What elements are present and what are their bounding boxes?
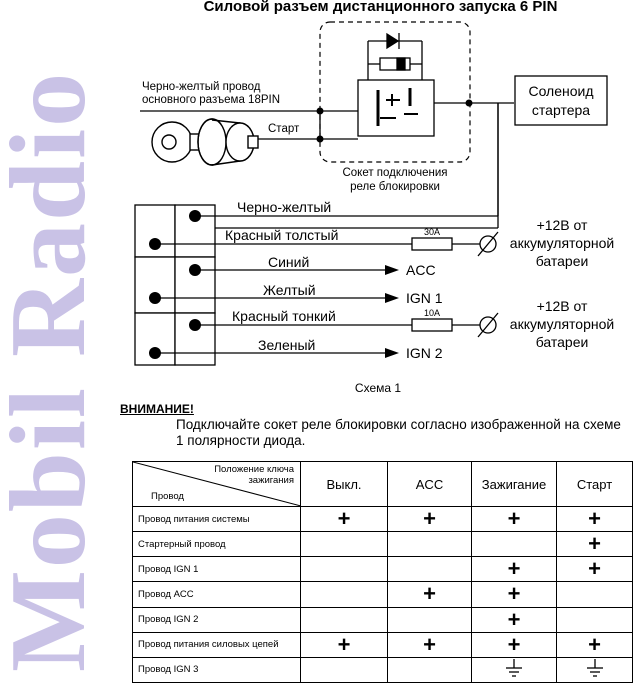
junction-dot <box>465 99 473 107</box>
row-label: Провод IGN 2 <box>132 606 301 633</box>
watermark-text: Mobil Radio <box>0 71 102 672</box>
fuse-30a <box>411 237 453 251</box>
diagram-caption: Схема 1 <box>355 381 401 395</box>
pin-wires <box>155 215 498 354</box>
plus-mark: + <box>556 505 633 533</box>
wiring-diagram: Черно-желтый провод основного разъема 18… <box>134 21 614 395</box>
plus-mark: + <box>300 631 388 658</box>
plus-mark: + <box>471 631 557 658</box>
table-row: Провод IGN 1 ++ <box>132 556 633 583</box>
row-label: Провод питания силовых цепей <box>132 631 301 658</box>
solenoid-label: Соленоид <box>528 83 593 99</box>
corner-bottom-label: Провод <box>151 491 184 502</box>
diode-symbol <box>367 32 423 64</box>
relay-socket-label: Сокет подключения <box>342 167 447 179</box>
table-row: Провод питания системы++++ <box>132 505 633 533</box>
diagonal-divider <box>133 462 301 506</box>
table-row: Провод IGN 2 + <box>132 606 633 633</box>
column-header: Зажигание <box>471 461 557 507</box>
wire-label: Красный толстый <box>225 227 338 243</box>
table-row: Провод ACC ++ <box>132 581 633 608</box>
empty-cell <box>556 606 633 633</box>
table-row: Провод питания силовых цепей++++ <box>132 631 633 658</box>
watermark: Mobil Radio <box>0 71 102 672</box>
warning-title: ВНИМАНИЕ! <box>120 402 194 416</box>
arrow-icons <box>385 265 399 358</box>
plus-mark: + <box>471 556 557 583</box>
plus-mark: + <box>387 631 472 658</box>
corner-top-label: зажигания <box>248 475 294 486</box>
empty-cell <box>300 656 388 684</box>
wire-label: Красный тонкий <box>232 308 336 324</box>
empty-cell <box>300 556 388 583</box>
column-header: ACC <box>387 461 472 507</box>
relay-socket-label: реле блокировки <box>350 181 440 193</box>
output-label: IGN 2 <box>406 345 443 361</box>
battery-label: батареи <box>536 253 589 269</box>
battery-terminal-icon <box>477 231 499 338</box>
relay-symbol <box>357 64 435 137</box>
battery-label: батареи <box>536 334 589 350</box>
connector-6pin <box>134 204 216 366</box>
ground-icon <box>556 656 633 684</box>
main-wire-label: основного разъема 18PIN <box>142 94 280 106</box>
column-header: Старт <box>556 461 633 507</box>
plus-mark: + <box>471 581 557 608</box>
main-wire-label: Черно-желтый провод <box>142 81 261 93</box>
row-label: Провод IGN 1 <box>132 556 301 583</box>
column-header: Выкл. <box>300 461 388 507</box>
empty-cell <box>300 606 388 633</box>
empty-cell <box>387 656 472 684</box>
solenoid-label: стартера <box>532 102 590 118</box>
row-label: Провод IGN 3 <box>132 656 301 684</box>
ground-icon <box>471 656 557 684</box>
battery-label: +12В от <box>537 217 588 233</box>
plus-mark: + <box>471 505 557 533</box>
row-label: Стартерный провод <box>132 531 301 558</box>
output-label: ACC <box>406 262 436 278</box>
wire-label: Желтый <box>263 282 316 298</box>
table-row: Провод IGN 3 <box>132 656 633 684</box>
empty-cell <box>387 556 472 583</box>
fuse-label: 30A <box>424 227 440 237</box>
fuse-label: 10A <box>424 308 440 318</box>
fuse-10a <box>411 318 453 332</box>
battery-label: аккумуляторной <box>510 235 614 251</box>
corner-top-label: Положение ключа <box>214 464 294 475</box>
start-label: Старт <box>268 123 300 135</box>
plus-mark: + <box>300 505 388 533</box>
solenoid-box <box>514 75 608 126</box>
plus-mark: + <box>387 581 472 608</box>
output-label: IGN 1 <box>406 290 443 306</box>
empty-cell <box>300 581 388 608</box>
wire-label: Черно-желтый <box>237 199 331 215</box>
battery-label: +12В от <box>537 298 588 314</box>
relay-socket-box <box>319 21 471 163</box>
plus-mark: + <box>471 606 557 633</box>
page-title: Силовой разъем дистанционного запуска 6 … <box>203 0 558 15</box>
plus-mark: + <box>387 505 472 533</box>
resistor-symbol <box>368 57 422 71</box>
row-label: Провод ACC <box>132 581 301 608</box>
battery-label: аккумуляторной <box>510 316 614 332</box>
empty-cell <box>300 531 388 558</box>
empty-cell <box>471 531 557 558</box>
warning-text: Подключайте сокет реле блокировки соглас… <box>176 417 621 448</box>
empty-cell <box>556 581 633 608</box>
row-label: Провод питания системы <box>132 505 301 533</box>
wire-label: Зеленый <box>258 337 315 353</box>
ignition-key-icon <box>151 118 259 166</box>
plus-mark: + <box>556 531 633 558</box>
plus-mark: + <box>556 631 633 658</box>
wire-label: Синий <box>268 254 309 270</box>
plus-mark: + <box>556 556 633 583</box>
table-row: Стартерный провод + <box>132 531 633 558</box>
junction-dot <box>316 135 324 143</box>
junction-dot <box>316 107 324 115</box>
empty-cell <box>387 531 472 558</box>
empty-cell <box>387 606 472 633</box>
